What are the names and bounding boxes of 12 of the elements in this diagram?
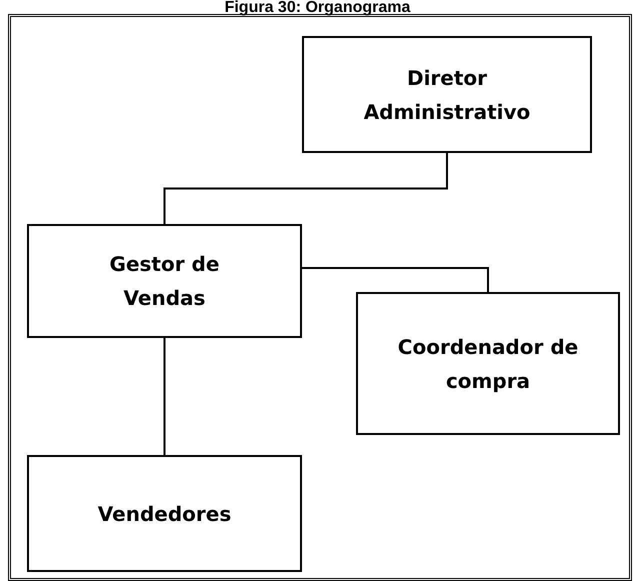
connector-line: [302, 267, 489, 292]
role-label: Vendedores: [98, 500, 232, 528]
role-box: [27, 455, 302, 572]
title: Figura 30: Organograma: [224, 0, 412, 16]
role-label: Diretor Administrativo: [362, 64, 532, 126]
role-box: [302, 36, 592, 153]
role-box: [356, 292, 620, 435]
role-label: Coordenador de compra: [396, 334, 580, 394]
role-box: [27, 224, 302, 338]
role-label: Gestor de Vendas: [109, 251, 220, 312]
connector-line: [164, 338, 166, 455]
connector-line: [164, 153, 448, 224]
